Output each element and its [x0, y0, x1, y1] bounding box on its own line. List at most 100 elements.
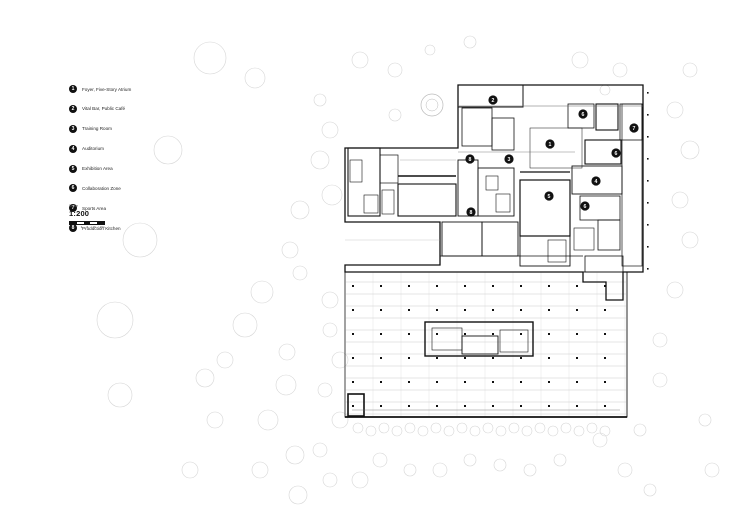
column-dot [464, 357, 466, 359]
tree-circle [681, 231, 699, 249]
legend-number-badge: 2 [69, 104, 77, 113]
tree-circle [417, 425, 429, 437]
north-room [457, 84, 524, 108]
column-dot [647, 136, 649, 138]
tree-circle [698, 413, 712, 427]
tree-circle [250, 280, 274, 304]
column-dot [380, 333, 382, 335]
tree-circle [206, 411, 224, 429]
tree-circle [430, 422, 442, 434]
column-dot [548, 381, 550, 383]
room-marker-number: 6 [615, 151, 618, 157]
tree-circle [553, 453, 567, 467]
room-marker-number: 8 [470, 210, 473, 216]
west-wing-hall [397, 183, 457, 217]
column-dot [520, 381, 522, 383]
column-dot [604, 309, 606, 311]
tree-circle [560, 422, 572, 434]
tree-circle [523, 463, 537, 477]
tree-circle [680, 140, 700, 160]
legend-label: Auditorium [82, 146, 104, 152]
column-dot [520, 405, 522, 407]
legend-number-badge: 4 [69, 144, 77, 153]
landscape-trees [96, 35, 720, 505]
room-marker-number: 2 [492, 98, 495, 104]
tree-circle [432, 462, 448, 478]
column-dot [576, 381, 578, 383]
tree-circle [153, 135, 183, 165]
column-dot [464, 309, 466, 311]
parking-outline [344, 271, 628, 418]
column-dot [352, 357, 354, 359]
east-room [584, 255, 624, 273]
collaboration-room [584, 139, 622, 165]
column-dot [604, 381, 606, 383]
room-marker-badge [466, 207, 476, 217]
tree-circle [288, 485, 308, 505]
scale-tick-label: 1 [74, 226, 77, 229]
room-marker-number: 8 [469, 157, 472, 163]
tree-circle [278, 343, 296, 361]
tree-circle [652, 372, 668, 388]
tree-circle [257, 409, 279, 431]
tree-circle [313, 93, 327, 107]
tree-circle [351, 51, 369, 69]
column-dot [647, 224, 649, 226]
tree-circle [388, 108, 402, 122]
scale-bar-segment [77, 222, 84, 224]
north-room [619, 103, 643, 141]
column-dot [548, 333, 550, 335]
column-dot [408, 381, 410, 383]
tree-circle [704, 462, 720, 478]
scale-tick-labels: 0 1 2 5 10 20m [69, 226, 105, 229]
central-room [495, 193, 511, 213]
tree-circle [482, 422, 494, 434]
column-dot [604, 333, 606, 335]
central-room [457, 159, 479, 217]
column-dot [576, 309, 578, 311]
legend-number-badge: 8 [69, 224, 77, 233]
north-room [595, 103, 619, 131]
legend-label: Vital Bar, Public Café [82, 106, 126, 112]
legend-item: 5 Exhibition Area [69, 164, 229, 174]
scale-value: 1:200 [69, 209, 90, 218]
column-dot [604, 405, 606, 407]
tree-circle [403, 463, 417, 477]
column-dot [464, 333, 466, 335]
tree-circle [181, 461, 199, 479]
room-marker: 6 [580, 201, 590, 211]
fountain-circle [425, 98, 439, 112]
north-room [567, 103, 595, 129]
column-dot [408, 285, 410, 287]
central-room [441, 221, 483, 257]
tree-circle [671, 191, 689, 209]
tree-circle [310, 150, 330, 170]
legend-number-badge: 3 [69, 124, 77, 133]
room-marker-badge [578, 109, 588, 119]
room-marker-number: 6 [582, 112, 585, 118]
tree-circle [599, 84, 611, 96]
scale-tick-label: 20m [99, 226, 105, 229]
room-marker: 8 [466, 207, 476, 217]
tree-circle [281, 241, 299, 259]
column-dot [408, 357, 410, 359]
legend-item: 1 Foyer, Five-Story Atrium [69, 84, 229, 94]
legend-number-badge: 1 [69, 85, 77, 93]
room-marker-badge [629, 123, 639, 133]
column-dot [464, 405, 466, 407]
tree-circle [351, 471, 369, 489]
tree-circle [275, 374, 297, 396]
tree-circle [547, 425, 559, 437]
scale-bar [69, 221, 105, 225]
column-dot [647, 158, 649, 160]
tree-circle [617, 462, 633, 478]
tree-circle [571, 51, 589, 69]
room-marker: 8 [465, 154, 475, 164]
room-marker-badge [504, 154, 514, 164]
legend-label: Collaboration Zone [82, 185, 121, 191]
column-dot [604, 285, 606, 287]
column-dot [464, 381, 466, 383]
tree-circle [599, 425, 611, 437]
column-dot [548, 285, 550, 287]
